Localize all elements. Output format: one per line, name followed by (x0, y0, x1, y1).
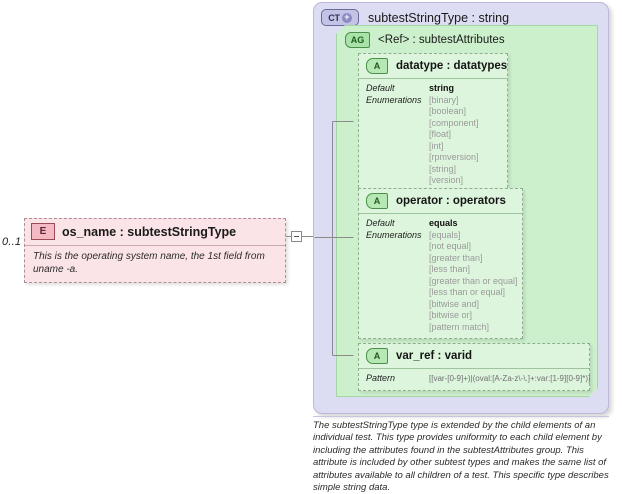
attribute-facets: Pattern [[var-[0-9]+)|(oval:[A-Za-z\-\.]… (359, 369, 590, 390)
facet-pattern-value: [[var-[0-9]+)|(oval:[A-Za-z\-\.]+:var:[1… (429, 374, 591, 383)
facet-default-value: equals (429, 218, 458, 228)
connector-line-left (286, 236, 295, 237)
facet-default-value: string (429, 83, 455, 93)
facet-label-column: Default Enumerations (366, 218, 429, 333)
element-title: os_name : subtestStringType (62, 224, 237, 239)
enum-value: [rpmversion] (429, 152, 479, 162)
enum-value: [int] (429, 140, 444, 151)
enum-value: [less than] (429, 264, 471, 274)
enum-value: [less than or equal] (429, 287, 506, 297)
complex-type-header: CT + subtestStringType : string (314, 3, 608, 26)
facet-value-column: equals [equals] [not equal] [greater tha… (429, 218, 518, 333)
attribute-header: A datatype : datatypes (359, 54, 507, 79)
attribute-title: operator : operators (396, 195, 506, 207)
attribute-card-operator[interactable]: A operator : operators Default Enumerati… (358, 188, 523, 339)
enum-value: [equals] (429, 229, 461, 240)
enum-value: [string] (429, 163, 457, 174)
element-box-os-name[interactable]: E os_name : subtestStringType This is th… (24, 218, 286, 283)
enum-value: [pattern match] (429, 321, 490, 332)
attribute-card-datatype[interactable]: A datatype : datatypes Default Enumerati… (358, 53, 508, 193)
cardinality-label: 0..1 (2, 236, 22, 248)
enum-value: [bitwise and] (429, 298, 480, 309)
attribute-header: A var_ref : varid (359, 344, 589, 369)
attribute-card-var-ref[interactable]: A var_ref : varid Pattern [[var-[0-9]+)|… (358, 343, 590, 391)
facet-label-default: Default (366, 218, 395, 228)
attributegroup-icon: AG (345, 32, 370, 48)
enum-value: [binary] (429, 94, 459, 105)
enum-value: [greater than or equal] (429, 275, 518, 286)
element-description: This is the operating system name, the 1… (33, 251, 265, 275)
attribute-group-header: AG <Ref> : subtestAttributes (337, 26, 597, 48)
complextype-icon-label: CT (328, 12, 340, 23)
attribute-icon: A (366, 58, 388, 74)
enum-value: [float] (429, 129, 452, 139)
enum-value: [component] (429, 117, 479, 128)
element-icon: E (31, 223, 55, 240)
connector-line-right (302, 236, 322, 237)
complextype-icon[interactable]: CT + (321, 9, 359, 26)
attribute-title: datatype : datatypes (396, 60, 508, 72)
element-header: E os_name : subtestStringType (25, 219, 285, 246)
facet-value-column: [[var-[0-9]+)|(oval:[A-Za-z\-\.]+:var:[1… (429, 373, 590, 385)
attribute-facets: Default Enumerations equals [equals] [no… (359, 214, 522, 338)
facet-label-enumerations: Enumerations (366, 229, 422, 240)
enum-value: [version] (429, 175, 464, 185)
complex-type-title: subtestStringType : string (368, 10, 510, 25)
attribute-icon: A (366, 348, 388, 364)
complex-type-description: The subtestStringType type is extended b… (313, 416, 609, 494)
attribute-header: A operator : operators (359, 189, 522, 214)
facet-label-pattern: Pattern (366, 373, 396, 383)
facet-value-column: string [binary] [boolean] [component] [f… (429, 83, 502, 187)
enum-value: [bitwise or] (429, 310, 473, 320)
enum-value: [not equal] (429, 241, 472, 251)
facet-label-column: Default Enumerations (366, 83, 429, 187)
attribute-facets: Default Enumerations string [binary] [bo… (359, 79, 507, 192)
enum-value: [greater than] (429, 252, 483, 263)
attribute-icon: A (366, 193, 388, 209)
complex-type-panel: CT + subtestStringType : string AG <Ref>… (313, 2, 609, 414)
collapse-minus-icon[interactable] (291, 231, 302, 242)
facet-label-enumerations: Enumerations (366, 94, 422, 105)
expand-plus-icon[interactable]: + (341, 12, 352, 23)
attribute-group-title: <Ref> : subtestAttributes (378, 34, 505, 46)
enum-value: [boolean] (429, 106, 467, 116)
attribute-title: var_ref : varid (396, 350, 473, 362)
facet-label-default: Default (366, 83, 395, 93)
facet-label-column: Pattern (366, 373, 429, 385)
